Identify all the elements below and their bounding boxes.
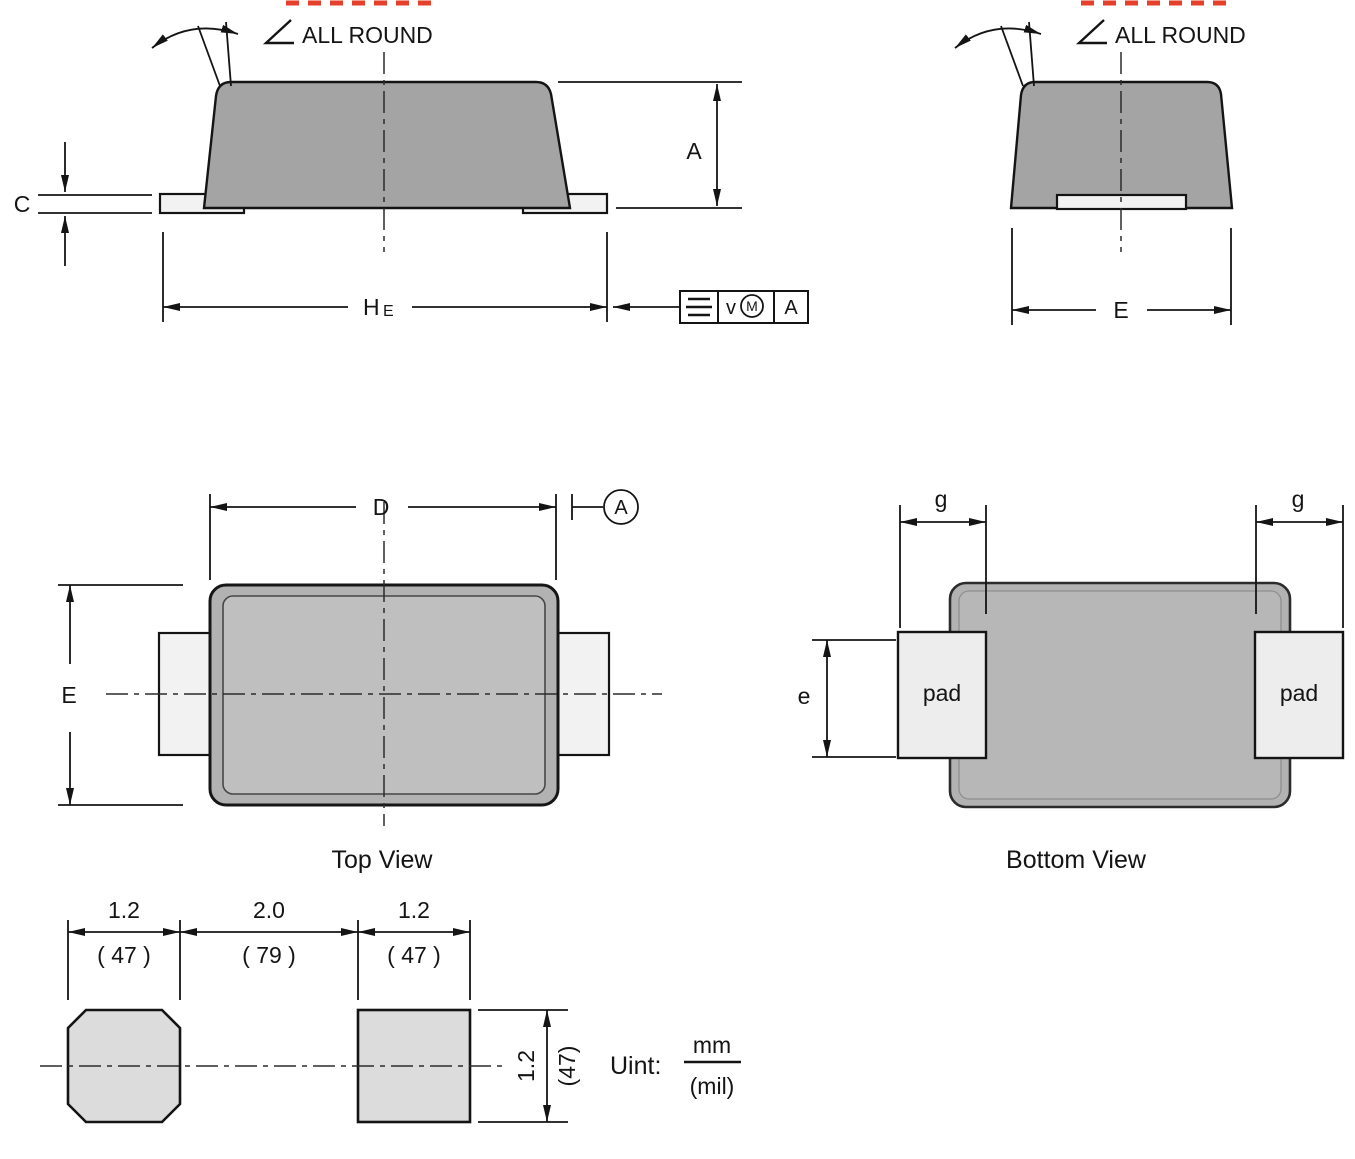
angle-extension-line (197, 25, 221, 87)
angle-arc-arrow (954, 24, 1042, 49)
land-pattern: 1.2 2.0 1.2 ( 47 ) ( 79 ) ( 47 ) 1.2 (47… (40, 897, 580, 1124)
all-round-label: ALL ROUND (1115, 22, 1246, 48)
fcf-modifier-m: M (746, 298, 758, 314)
pad-right (1253, 630, 1345, 760)
top-view-caption: Top View (332, 846, 434, 874)
package-body-inner (958, 590, 1282, 800)
land-pad-right (356, 1008, 472, 1124)
dim-label-he: H (363, 294, 380, 320)
angle-arc-arrow (151, 24, 239, 49)
circled-m-icon (740, 294, 764, 318)
datum-label: A (614, 497, 628, 519)
dim-label-e: e (798, 683, 811, 709)
dim-mm-vertical: 1.2 (513, 1050, 539, 1082)
dim-label-d: D (373, 494, 390, 520)
pad-left-label: pad (923, 680, 961, 706)
dim-label-e: E (61, 682, 76, 708)
dim-mm-center: 2.0 (253, 897, 285, 923)
datum-circle-icon (603, 489, 639, 525)
dim-mil-center: ( 79 ) (242, 942, 296, 968)
pad-right-label: pad (1280, 680, 1318, 706)
dim-label-g-left: g (935, 486, 948, 512)
fcf-datum-ref: A (784, 297, 798, 319)
package-body (202, 80, 572, 210)
angle-icon (1075, 19, 1107, 45)
dim-mm-right: 1.2 (398, 897, 430, 923)
pad-left (896, 630, 988, 760)
unit-note: Uint: mm (mil) (610, 1032, 741, 1099)
all-round-label: ALL ROUND (302, 22, 433, 48)
dim-mm-left: 1.2 (108, 897, 140, 923)
bottom-view-caption: Bottom View (1006, 846, 1147, 874)
dim-mil-left: ( 47 ) (97, 942, 151, 968)
bottom-view: pad pad g g e Bottom View (798, 486, 1345, 874)
unit-label: Uint: (610, 1052, 661, 1080)
unit-numerator: mm (693, 1032, 731, 1058)
dim-mil-right: ( 47 ) (387, 942, 441, 968)
end-view: ALL ROUND E (954, 19, 1246, 325)
side-view: ALL ROUND A C H E v M A (14, 19, 809, 324)
fcf-datum-box (773, 290, 809, 324)
dim-label-e: E (1113, 297, 1128, 323)
top-view: D A E Top View (58, 489, 662, 874)
unit-denominator: (mil) (690, 1073, 735, 1099)
dim-label-c: C (14, 191, 31, 217)
dim-label-g-right: g (1292, 486, 1305, 512)
dim-mil-vertical: (47) (554, 1046, 580, 1087)
angle-icon (262, 19, 294, 45)
fcf-value: v (726, 297, 736, 319)
dim-label-he-subscript: E (383, 303, 394, 320)
dim-label-a: A (686, 138, 702, 164)
angle-extension-line (1000, 25, 1024, 87)
